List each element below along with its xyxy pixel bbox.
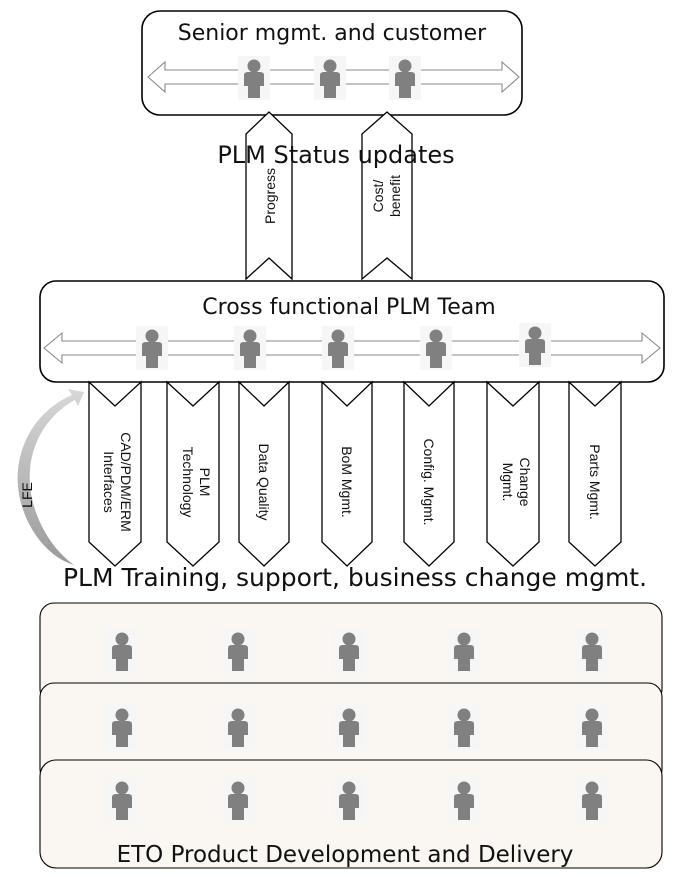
person-icon <box>136 326 168 370</box>
cost-benefit-label-line2: benefit <box>387 175 403 217</box>
person-icon <box>222 629 254 673</box>
person-icon <box>322 326 354 370</box>
senior-mgmt-title: Senior mgmt. and customer <box>178 21 487 46</box>
parts-mgmt-label: Parts Mgmt. <box>587 444 603 519</box>
person-icon <box>576 629 608 673</box>
person-icon <box>420 326 452 370</box>
eto-title: ETO Product Development and Delivery <box>117 842 574 868</box>
plm-team-title: Cross functional PLM Team <box>202 295 495 320</box>
plm-technology-label-line2: Technology <box>180 447 196 518</box>
lfe-label: LFE <box>19 482 35 508</box>
person-icon <box>576 705 608 749</box>
person-icon <box>238 56 270 100</box>
person-icon <box>314 56 346 100</box>
person-icon <box>389 56 421 100</box>
person-icon <box>106 705 138 749</box>
data-quality-arrow <box>238 380 290 567</box>
person-icon <box>333 629 365 673</box>
bom-mgmt-label: BoM Mgmt. <box>339 446 355 518</box>
person-icon <box>333 705 365 749</box>
cad-pdm-erm-label-line2: Interfaces <box>101 451 117 512</box>
plm-technology-label-line1: PLM <box>197 468 213 497</box>
senior-mgmt-group: Senior mgmt. and customer <box>141 10 523 116</box>
data-quality-label: Data Quality <box>256 443 272 520</box>
lfe-arrow-group: LFE <box>17 389 84 565</box>
config-mgmt-label: Config. Mgmt. <box>421 438 437 525</box>
person-icon <box>106 778 138 822</box>
cost-benefit-arrow <box>361 111 413 281</box>
person-icon <box>234 326 266 370</box>
change-mgmt-label-line2: Mgmt. <box>500 463 516 502</box>
person-icon <box>222 778 254 822</box>
bom-mgmt-arrow <box>321 380 373 567</box>
eto-group: ETO Product Development and Delivery <box>39 602 663 869</box>
cost-benefit-label-line1: Cost/ <box>370 180 386 213</box>
plm-team-group: Cross functional PLM Team <box>39 280 665 383</box>
person-icon <box>448 629 480 673</box>
config-mgmt-arrow <box>403 380 455 567</box>
plm-status-updates-label: PLM Status updates <box>217 141 454 169</box>
cad-pdm-erm-arrow <box>88 380 142 567</box>
change-mgmt-arrow <box>486 380 540 567</box>
person-icon <box>519 323 551 367</box>
team-arrows-group: CAD/PDM/ERM Interfaces PLM Technology Da… <box>88 380 622 567</box>
change-mgmt-label-line1: Change <box>517 457 533 506</box>
person-icon <box>222 705 254 749</box>
person-icon <box>106 629 138 673</box>
status-arrows-group: Progress Cost/ benefit PLM Status update… <box>217 111 455 281</box>
cad-pdm-erm-label-line1: CAD/PDM/ERM <box>118 432 134 532</box>
curved-arrow-icon <box>17 389 84 565</box>
person-icon <box>448 705 480 749</box>
plm-training-label: PLM Training, support, business change m… <box>63 563 647 592</box>
plm-technology-arrow <box>166 380 220 567</box>
person-icon <box>576 778 608 822</box>
person-icon <box>448 778 480 822</box>
parts-mgmt-arrow <box>568 380 622 567</box>
progress-label: Progress <box>262 168 278 224</box>
progress-arrow <box>245 111 293 281</box>
person-icon <box>333 778 365 822</box>
